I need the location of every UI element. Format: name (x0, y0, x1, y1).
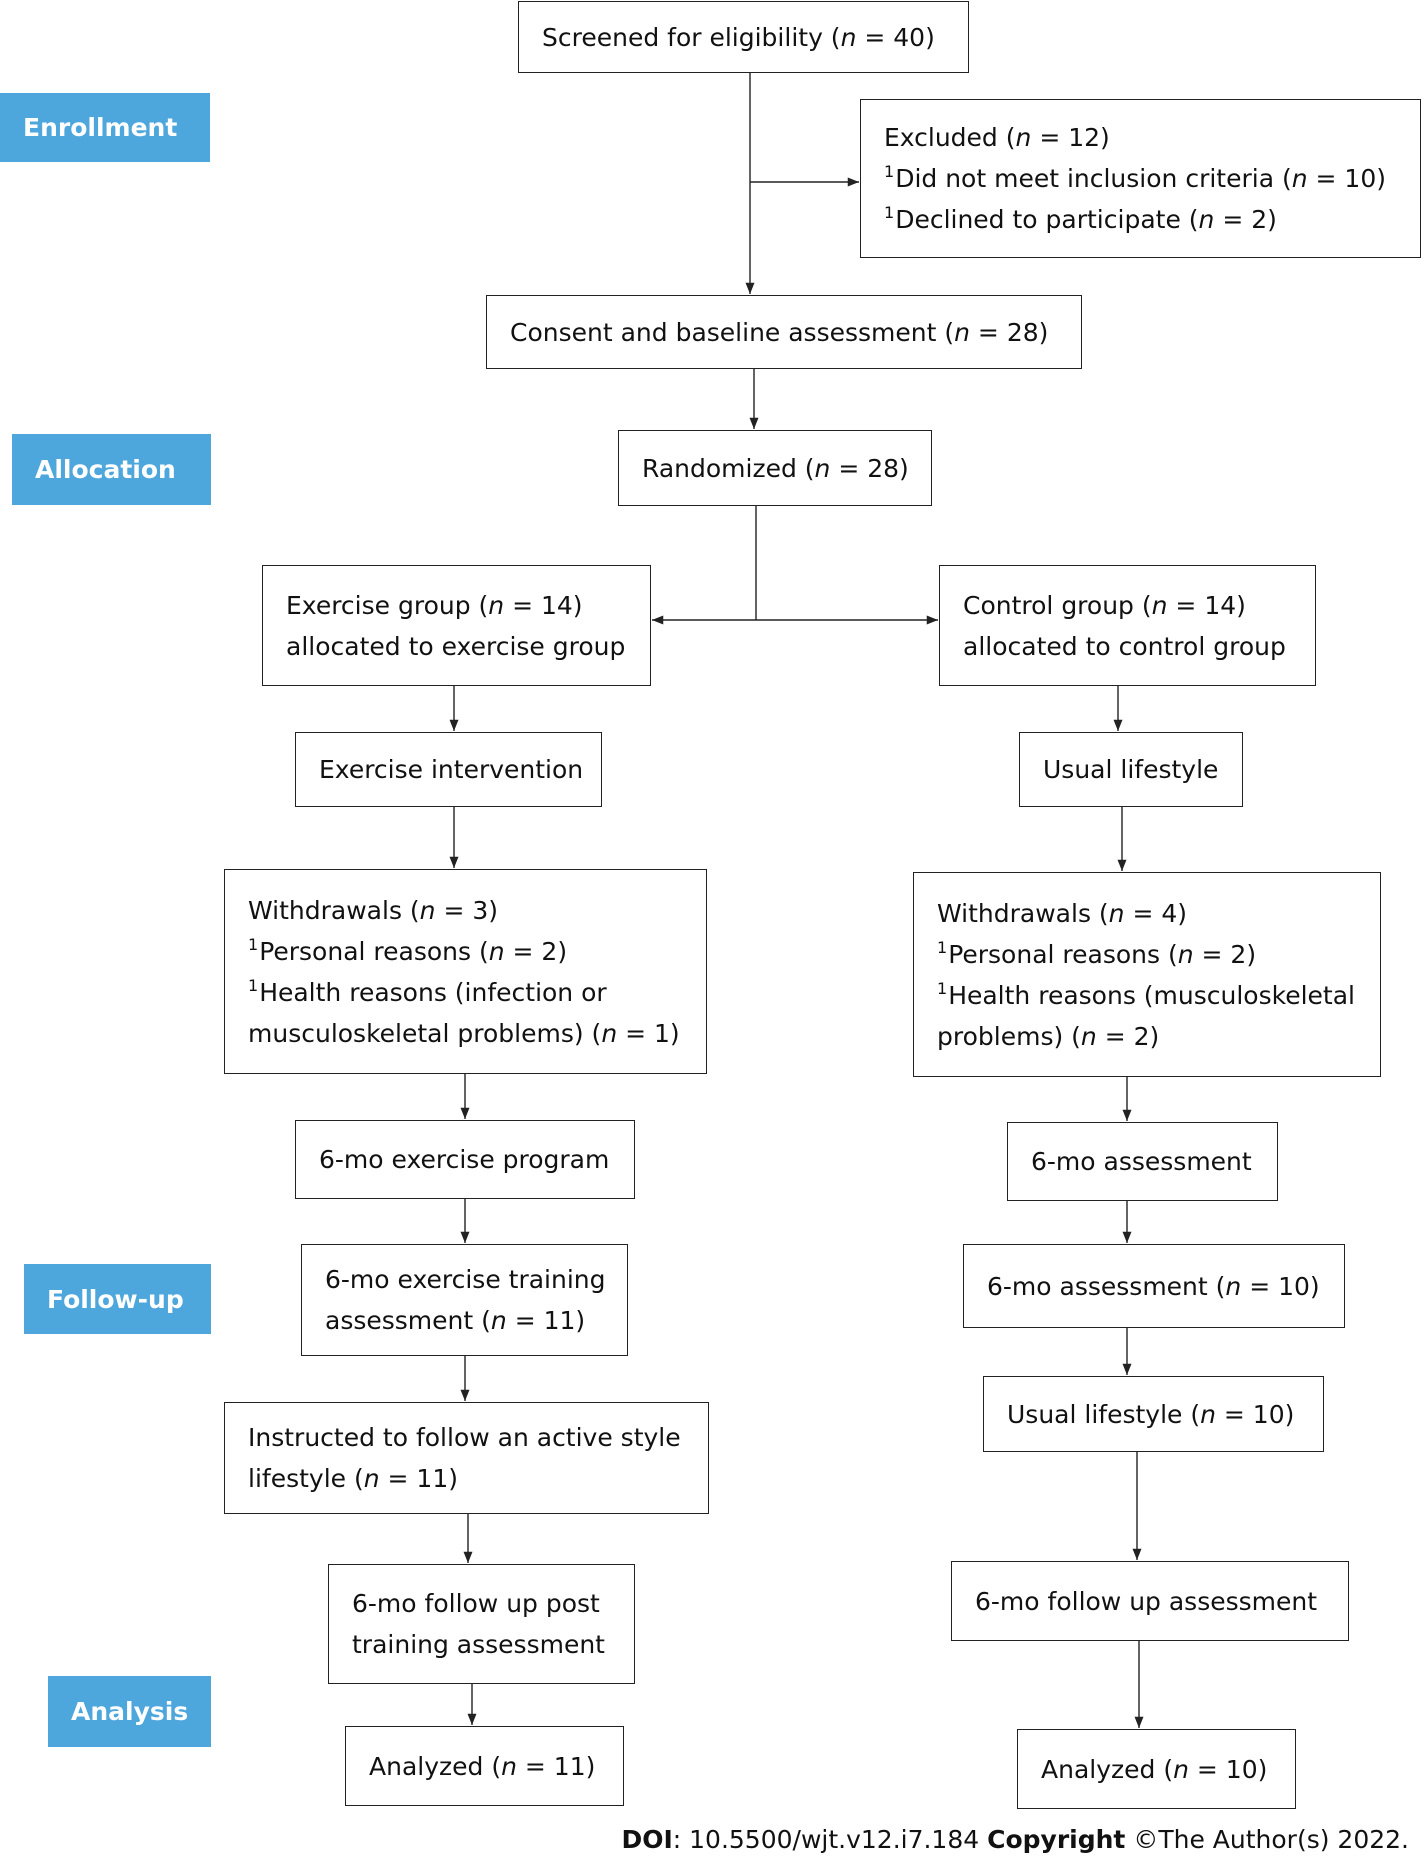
exercise-followup-line: training assessment (352, 1630, 605, 1659)
withdrawals-exercise-box: Withdrawals (n = 3) 1Personal reasons (n… (224, 869, 707, 1074)
exercise-followup-line: 6-mo follow up post (352, 1589, 600, 1618)
excluded-reason: 1Declined to participate (n = 2) (884, 203, 1277, 235)
stage-label-analysis: Analysis (48, 1676, 211, 1747)
exercise-training-assessment-line: 6-mo exercise training (325, 1265, 606, 1294)
exercise-followup-assessment-box: 6-mo follow up post training assessment (328, 1564, 635, 1684)
screened-box: Screened for eligibility (n = 40) (518, 1, 969, 73)
footnote-marker: 1 (248, 934, 259, 954)
instructed-active-lifestyle-box: Instructed to follow an active style lif… (224, 1402, 709, 1514)
analyzed-exercise-box: Analyzed (n = 11) (345, 1726, 624, 1806)
doi-label: DOI (621, 1825, 673, 1854)
analyzed-control-box: Analyzed (n = 10) (1017, 1729, 1296, 1809)
exercise-group-box: Exercise group (n = 14) allocated to exe… (262, 565, 651, 686)
control-assessment-text: 6-mo assessment (1031, 1147, 1252, 1176)
footnote-marker: 1 (937, 978, 948, 998)
stage-label-follow-up: Follow-up (24, 1264, 211, 1334)
withdrawal-reason-continued: musculoskeletal problems) (n = 1) (248, 1018, 680, 1048)
footnote-marker: 1 (884, 203, 895, 222)
withdrawal-reason-continued: problems) (n = 2) (937, 1021, 1160, 1051)
usual-lifestyle-box: Usual lifestyle (1019, 732, 1243, 807)
screened-text: Screened for eligibility (n = 40) (542, 22, 935, 52)
control-group-box: Control group (n = 14) allocated to cont… (939, 565, 1316, 686)
footnote-marker: 1 (248, 975, 259, 995)
control-followup-assessment-box: 6-mo follow up assessment (951, 1561, 1349, 1641)
copyright-value: ©The Author(s) 2022. (1133, 1825, 1409, 1854)
control-group-title: Control group (n = 14) (963, 590, 1246, 620)
exercise-group-subtitle: allocated to exercise group (286, 631, 626, 661)
withdrawal-reason: 1Health reasons (infection or (248, 975, 607, 1007)
control-group-subtitle: allocated to control group (963, 631, 1286, 661)
excluded-title: Excluded (n = 12) (884, 123, 1110, 152)
doi-value: : 10.5500/wjt.v12.i7.184 (672, 1825, 980, 1854)
withdrawals-title: Withdrawals (n = 3) (248, 895, 499, 925)
exercise-group-title: Exercise group (n = 14) (286, 590, 583, 620)
instructed-line: lifestyle (n = 11) (248, 1464, 458, 1493)
control-assessment-box: 6-mo assessment (1007, 1122, 1278, 1201)
control-usual-lifestyle-count-box: Usual lifestyle (n = 10) (983, 1376, 1324, 1452)
excluded-box: Excluded (n = 12) 1Did not meet inclusio… (860, 99, 1421, 258)
footnote-marker: 1 (937, 937, 948, 957)
randomized-box: Randomized (n = 28) (618, 430, 932, 506)
withdrawals-title: Withdrawals (n = 4) (937, 898, 1188, 928)
doi-copyright-footer: DOI: 10.5500/wjt.v12.i7.184 Copyright ©T… (621, 1822, 1409, 1858)
exercise-training-assessment-box: 6-mo exercise training assessment (n = 1… (301, 1244, 628, 1356)
withdrawal-reason: 1Personal reasons (n = 2) (937, 937, 1257, 969)
instructed-line: Instructed to follow an active style (248, 1423, 681, 1452)
exercise-intervention-box: Exercise intervention (295, 732, 602, 807)
exercise-intervention-text: Exercise intervention (319, 755, 584, 784)
stage-label-enrollment: Enrollment (0, 93, 210, 162)
control-assessment-count-text: 6-mo assessment (n = 10) (987, 1271, 1320, 1301)
control-usual-lifestyle-count-text: Usual lifestyle (n = 10) (1007, 1399, 1295, 1429)
copyright-label: Copyright (987, 1825, 1126, 1854)
control-followup-text: 6-mo follow up assessment (975, 1586, 1318, 1616)
consent-box: Consent and baseline assessment (n = 28) (486, 295, 1082, 369)
withdrawals-control-box: Withdrawals (n = 4) 1Personal reasons (n… (913, 872, 1381, 1077)
footnote-marker: 1 (884, 162, 895, 181)
withdrawal-reason: 1Health reasons (musculoskeletal (937, 978, 1355, 1010)
stage-label-allocation: Allocation (12, 434, 211, 505)
withdrawal-reason: 1Personal reasons (n = 2) (248, 934, 568, 966)
usual-lifestyle-text: Usual lifestyle (1043, 755, 1219, 784)
excluded-reason: 1Did not meet inclusion criteria (n = 10… (884, 162, 1386, 194)
exercise-training-assessment-line: assessment (n = 11) (325, 1306, 586, 1335)
randomized-text: Randomized (n = 28) (642, 453, 909, 483)
consent-text: Consent and baseline assessment (n = 28) (510, 317, 1049, 347)
exercise-program-box: 6-mo exercise program (295, 1120, 635, 1199)
control-assessment-count-box: 6-mo assessment (n = 10) (963, 1244, 1345, 1328)
analyzed-exercise-text: Analyzed (n = 11) (369, 1751, 596, 1781)
exercise-program-text: 6-mo exercise program (319, 1145, 610, 1174)
analyzed-control-text: Analyzed (n = 10) (1041, 1754, 1268, 1784)
